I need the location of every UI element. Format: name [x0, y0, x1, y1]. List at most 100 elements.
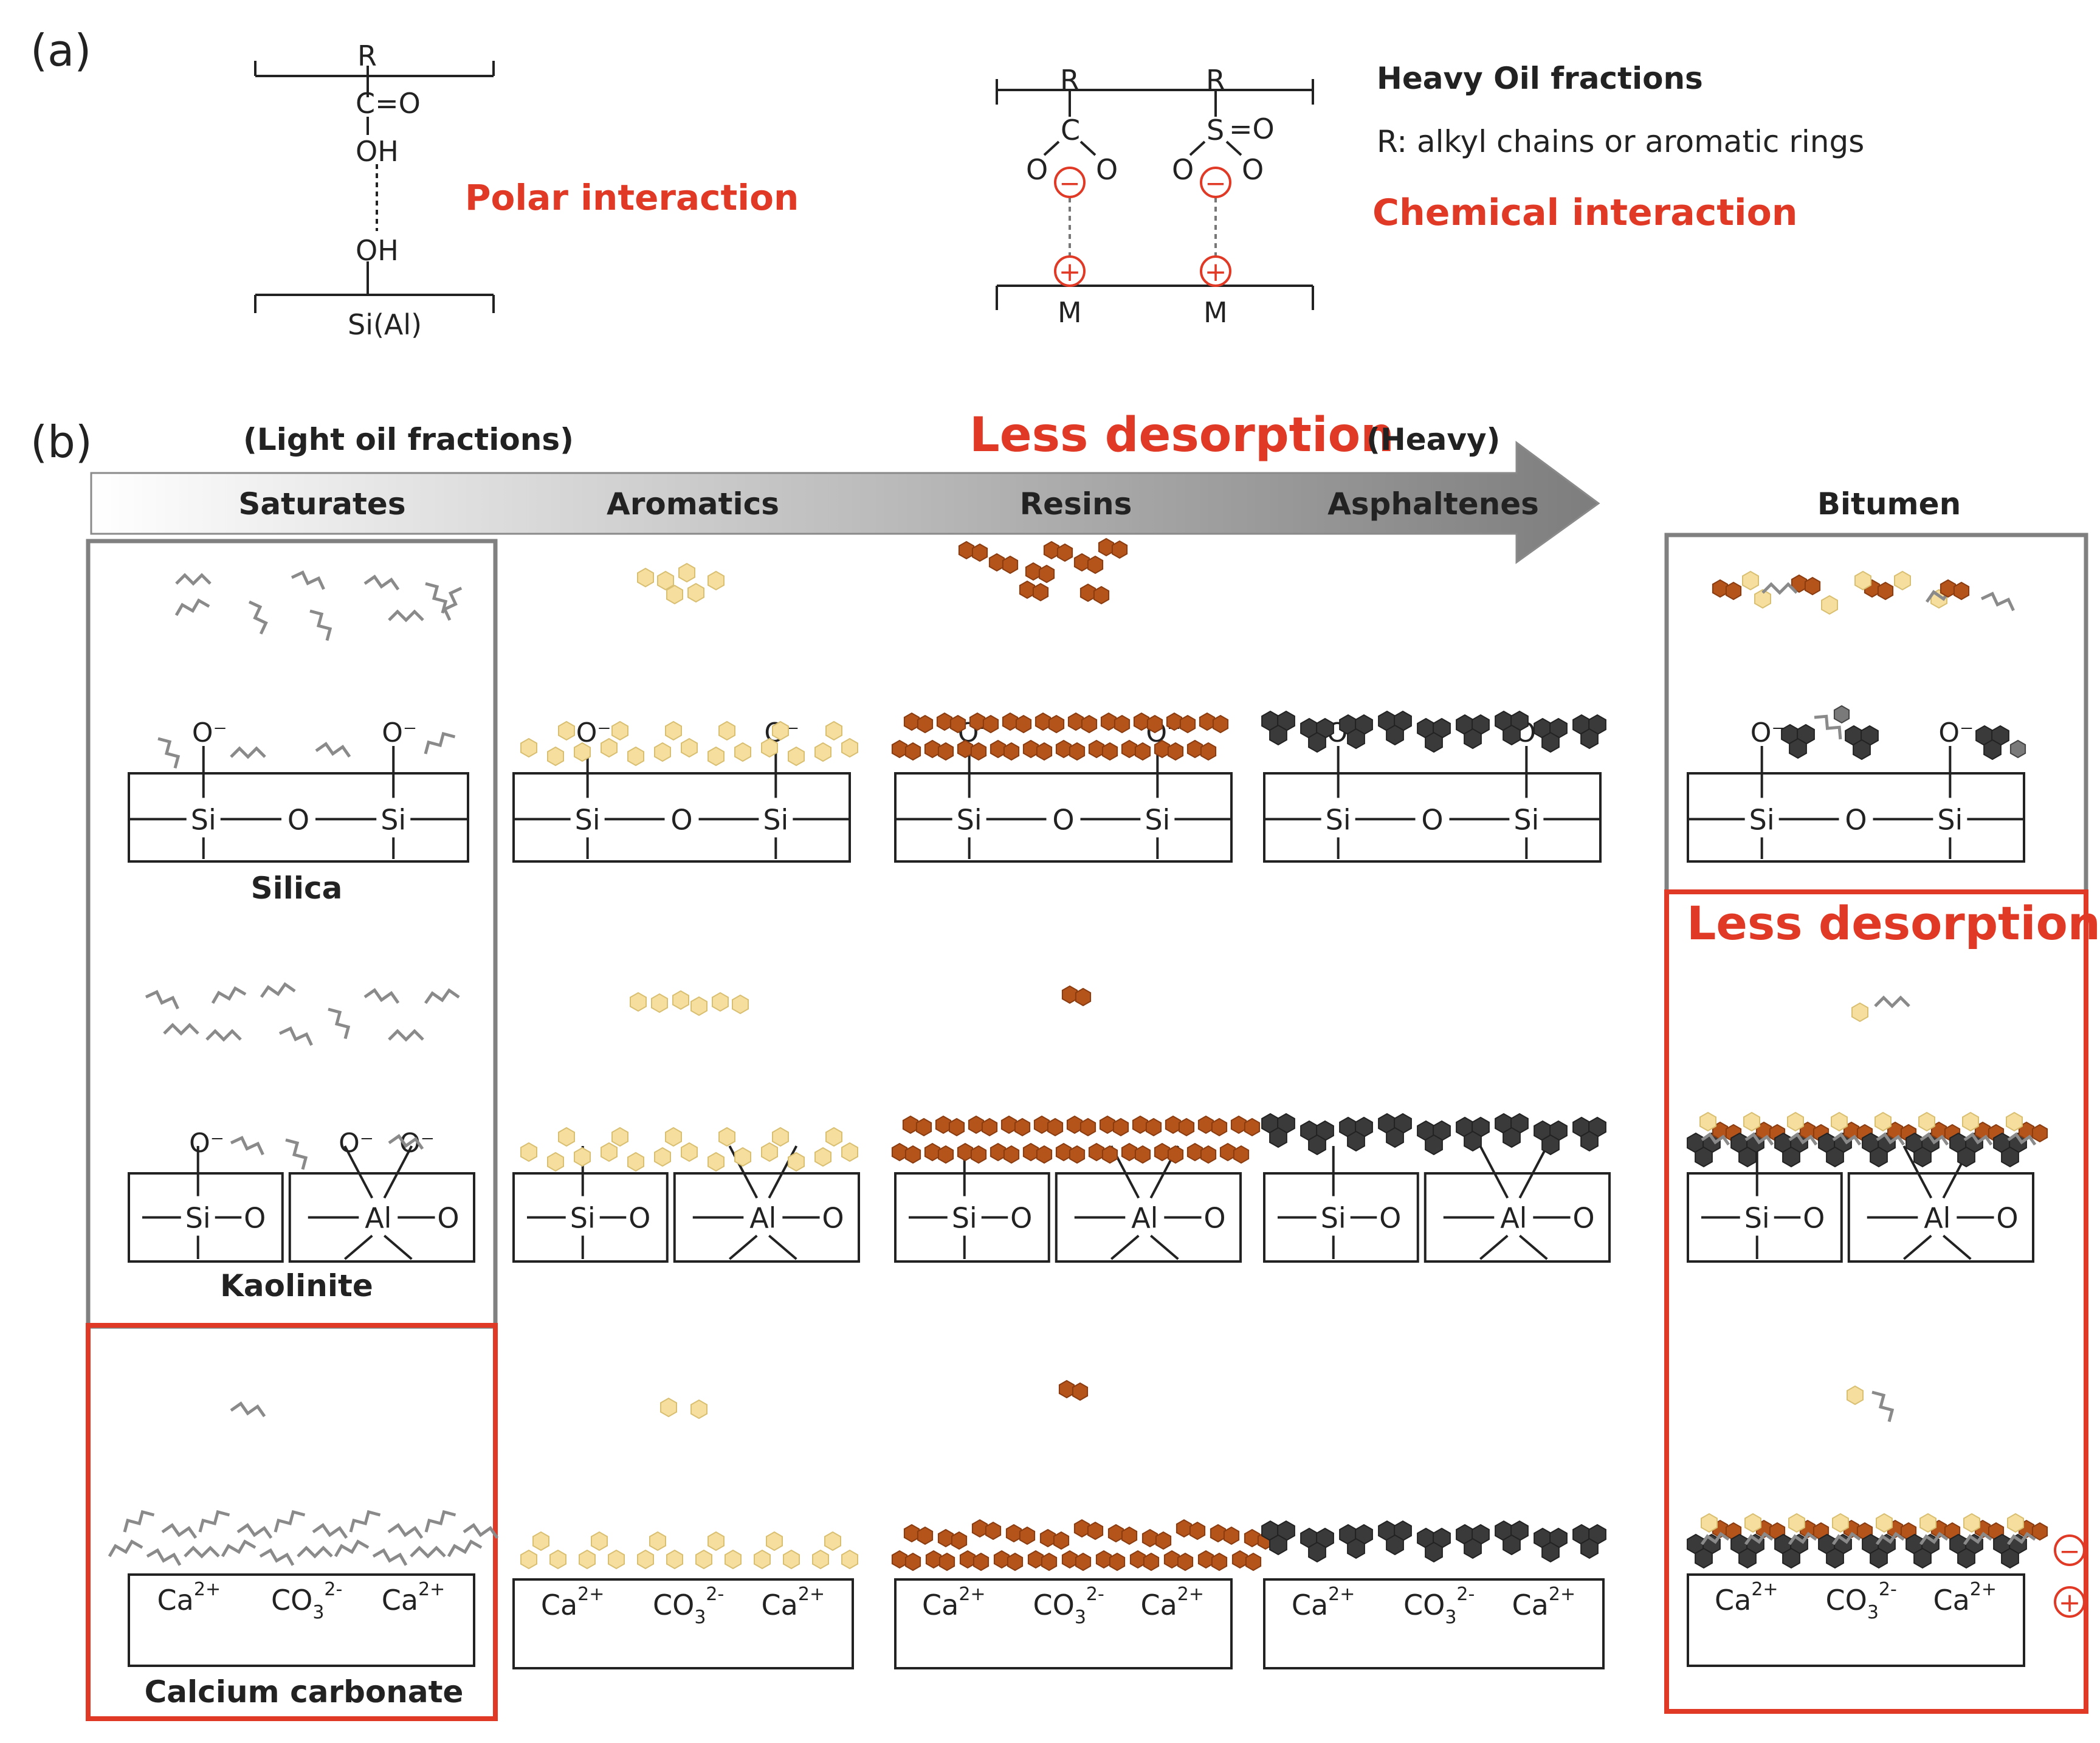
resin-molecule	[904, 1552, 921, 1572]
aromatic-molecule	[1851, 1002, 1868, 1023]
resin-molecule	[1141, 1528, 1158, 1548]
mineral-surfaces: SiOSiO⁻O⁻SiOSiO⁻O⁻SiOSiO⁻O⁻SiOSiO⁻O⁻SiOS…	[128, 717, 2034, 1669]
asphaltene-molecule	[2001, 1146, 2019, 1168]
calcium-carbonate-surface: Ca2+CO32-Ca2+	[894, 1578, 1233, 1669]
aromatic-molecule	[574, 742, 591, 762]
asphaltene-molecule	[1503, 724, 1521, 746]
asphaltene-molecule	[1782, 1146, 1800, 1168]
aromatic-molecule	[761, 737, 778, 758]
resin-molecule	[1005, 1524, 1022, 1543]
aromatic-molecule	[825, 1127, 842, 1147]
silicon-atom: Si	[575, 803, 601, 836]
surface-oxygen: O⁻	[382, 717, 417, 748]
resin-molecule	[1007, 1552, 1024, 1572]
aromatic-molecule	[1831, 1111, 1848, 1132]
resin-molecule	[988, 553, 1005, 572]
bond	[729, 1234, 758, 1260]
resin-molecule	[1244, 1528, 1261, 1548]
aromatic-molecule	[654, 742, 671, 762]
aromatic-molecule	[712, 992, 729, 1012]
resin-molecule	[1163, 1550, 1180, 1569]
saturates-gray-box	[86, 539, 498, 1329]
asphaltene-molecule	[1347, 1130, 1365, 1152]
resin-molecule	[1033, 1115, 1050, 1134]
aromatic-molecule	[1788, 1513, 1805, 1533]
polar-carbonyl-label: C=O	[356, 87, 421, 120]
resin-molecule	[1038, 564, 1055, 584]
aromatic-molecule	[788, 746, 805, 767]
resin-molecule	[1179, 714, 1196, 734]
asphaltene-molecule	[1308, 1134, 1326, 1156]
saturate-chain	[198, 1510, 230, 1533]
resin-molecule	[968, 1115, 985, 1134]
surface-ion: Ca2+	[382, 1579, 446, 1617]
calcium-carbonate-surface: Ca2+CO32-Ca2+	[1263, 1578, 1605, 1669]
aromatic-molecule	[734, 742, 751, 762]
silica-box	[512, 772, 851, 863]
asphaltene-molecule	[1464, 728, 1482, 750]
asphaltene-molecule	[1503, 1534, 1521, 1556]
resin-molecule	[1073, 553, 1090, 572]
chem-cation-2-sign: +	[1205, 257, 1227, 288]
surface-oxygen: O⁻	[339, 1128, 374, 1159]
calcium-carbonate-surface: Ca2+CO32-Ca2+	[512, 1578, 854, 1669]
resin-molecule	[891, 1550, 908, 1569]
saturate-chain	[328, 1007, 351, 1040]
chem-r1-label: R	[1060, 64, 1079, 97]
aromatic-molecule	[649, 1531, 666, 1551]
resin-molecule	[1069, 742, 1086, 761]
oxygen-atom: O	[287, 803, 309, 836]
asphaltene-molecule	[1386, 724, 1404, 746]
aromatic-molecule	[558, 720, 575, 741]
aromatic-molecule	[608, 1549, 625, 1570]
aromatic-molecule	[1754, 588, 1771, 609]
calcite-box	[1687, 1573, 2025, 1667]
saturate-chain	[388, 1134, 424, 1150]
saturate-chain	[278, 1026, 313, 1046]
aromatic-molecule	[687, 582, 704, 603]
chem-cation-1: +	[1054, 255, 1086, 288]
silicon-atom: Si	[957, 803, 982, 836]
resin-molecule	[1041, 1552, 1058, 1572]
resin-molecule	[1099, 1115, 1116, 1134]
saturate-chain	[372, 1548, 408, 1566]
heavy-fractions-label: (Heavy)	[1366, 422, 1500, 457]
resin-molecule	[1199, 712, 1216, 731]
heavy-oil-fractions-title: Heavy Oil fractions	[1377, 61, 1703, 96]
aromatic-molecule	[772, 1127, 789, 1147]
resin-molecule	[1712, 579, 1729, 598]
saturate-chain	[1814, 714, 1842, 740]
resin-molecule	[958, 540, 975, 560]
saturate-chain	[388, 609, 424, 623]
oxygen-atom: O	[1010, 1202, 1032, 1235]
silicon-atom: Si	[1744, 1202, 1770, 1235]
aromatic-molecule	[611, 1127, 628, 1147]
resin-molecule	[1022, 1142, 1039, 1162]
chem-anion-2: −	[1200, 167, 1231, 198]
resin-molecule	[1143, 1552, 1160, 1572]
surface-oxygen: O⁻	[192, 717, 227, 748]
resin-molecule	[1087, 1521, 1104, 1541]
aromatic-molecule	[549, 1549, 566, 1570]
resin-molecule	[957, 739, 974, 759]
chem-cation-1-sign: +	[1059, 257, 1081, 288]
aromatic-molecule	[666, 1549, 683, 1570]
saturate-chain	[1832, 1132, 1862, 1146]
saturate-chain	[1963, 1531, 1992, 1545]
row-label-silica: Silica	[251, 871, 343, 906]
bitumen-red-box	[1664, 889, 2088, 1714]
asphaltene-molecule	[1983, 739, 2002, 761]
saturate-chain	[230, 1136, 264, 1156]
resin-molecule	[1186, 739, 1203, 759]
aromatic-molecule	[672, 990, 689, 1010]
saturate-chain	[248, 600, 268, 635]
resin-molecule	[2031, 1522, 2048, 1541]
saturate-chain	[230, 1401, 266, 1418]
silicon-atom: Si	[1749, 803, 1775, 836]
calcium-carbonate-surface: Ca2+CO32-Ca2+	[1687, 1573, 2025, 1667]
saturate-chain	[145, 990, 179, 1010]
saturate-chain	[363, 988, 400, 1004]
silicon-atom: Si	[1145, 803, 1170, 836]
